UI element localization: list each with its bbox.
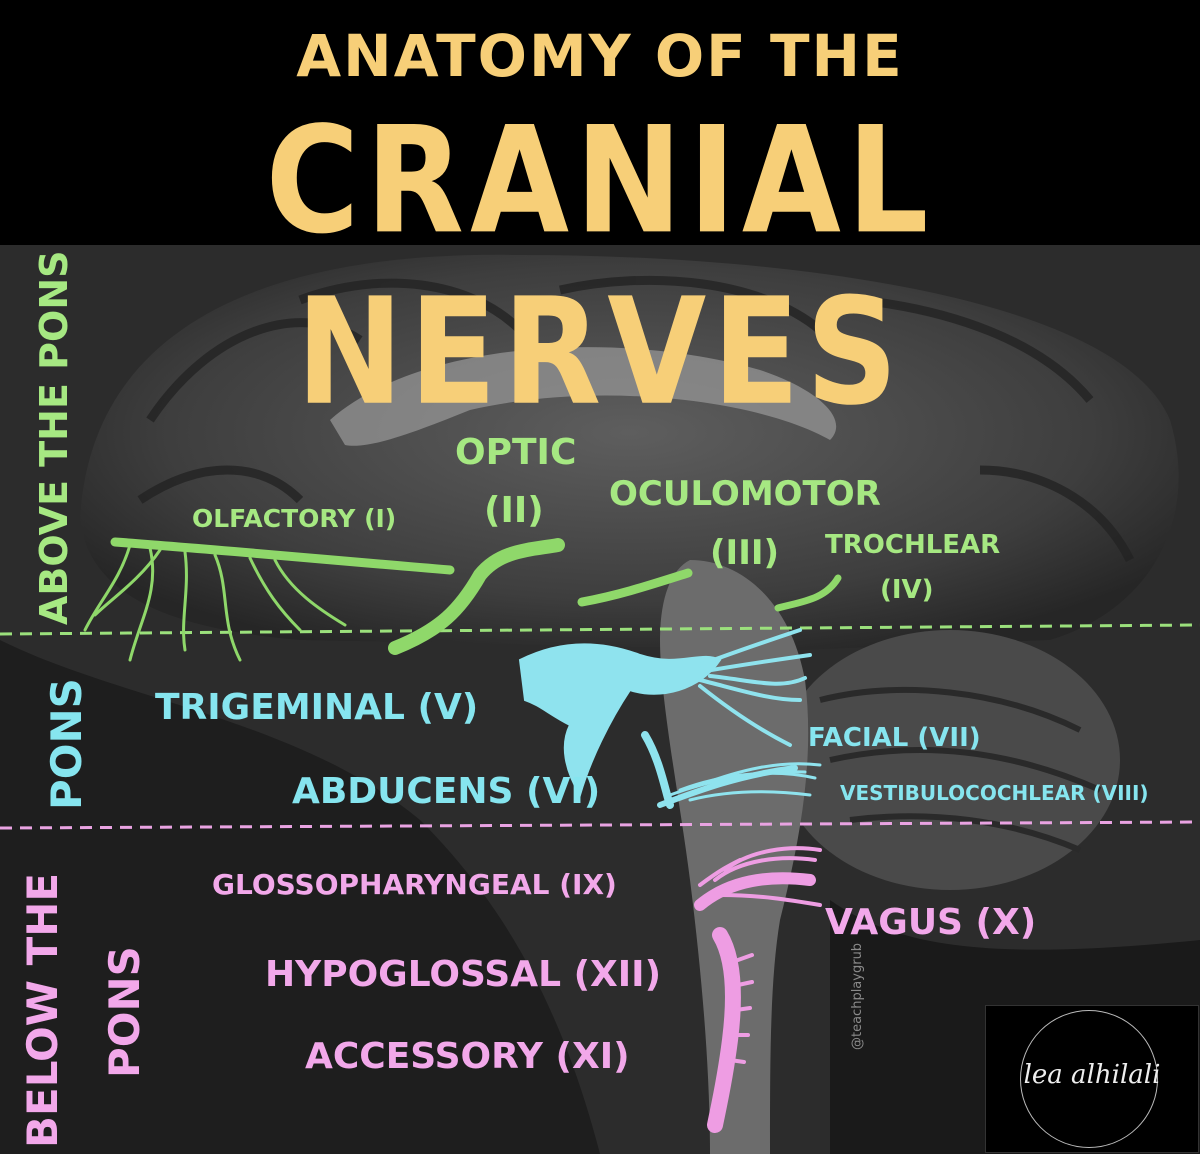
- corpus-callosum: [330, 347, 837, 446]
- label-hypoglossal: HYPOGLOSSAL (XII): [265, 954, 662, 995]
- label-olfactory: OLFACTORY (I): [192, 504, 397, 533]
- optic-nerve-drawing: [388, 538, 565, 655]
- label-vestibulocochlear: VESTIBULOCOCHLEAR (VIII): [840, 781, 1149, 805]
- trigeminal-nerve-drawing: [518, 628, 812, 798]
- section-pons: PONS: [42, 678, 91, 810]
- title-line-1: ANATOMY OF THE: [296, 22, 904, 90]
- brainstem: [660, 560, 809, 1154]
- label-oculomotor-num: (III): [710, 533, 780, 573]
- logo-circle: [1020, 1010, 1158, 1148]
- hypoglossal-accessory-drawing: [707, 927, 754, 1133]
- label-optic-name: OPTIC: [455, 432, 577, 473]
- label-optic-num: (II): [484, 490, 544, 531]
- above-pons-divider: [0, 623, 1200, 636]
- label-trochlear-name: TROCHLEAR: [825, 530, 1001, 560]
- label-vagus: VAGUS (X): [825, 902, 1037, 943]
- label-abducens: ABDUCENS (VI): [292, 771, 601, 812]
- title-line-2: CRANIAL NERVES: [265, 95, 935, 439]
- watermark-handle: @teachplaygrub: [850, 942, 865, 1050]
- author-logo: lea alhilali: [985, 1005, 1199, 1153]
- below-pons-divider: [0, 820, 1200, 830]
- section-below-pons-line2: PONS: [100, 946, 149, 1078]
- logo-signature: lea alhilali: [1023, 1060, 1161, 1090]
- section-below-pons-line1: BELOW THE: [18, 872, 67, 1148]
- label-trochlear-num: (IV): [880, 575, 934, 605]
- label-facial: FACIAL (VII): [808, 723, 981, 753]
- glossopharyngeal-vagus-drawing: [694, 846, 822, 911]
- label-accessory: ACCESSORY (XI): [305, 1036, 630, 1077]
- section-above-pons: ABOVE THE PONS: [32, 250, 76, 626]
- olfactory-nerve-drawing: [83, 537, 455, 662]
- trochlear-nerve-drawing: [774, 574, 842, 612]
- oculomotor-nerve-drawing: [577, 568, 693, 607]
- facial-vestibulocochlear-drawing: [641, 731, 822, 809]
- label-trigeminal: TRIGEMINAL (V): [155, 687, 479, 728]
- label-oculomotor-name: OCULOMOTOR: [609, 474, 881, 514]
- label-glossopharyngeal: GLOSSOPHARYNGEAL (IX): [212, 868, 617, 901]
- cerebrum: [80, 254, 1179, 650]
